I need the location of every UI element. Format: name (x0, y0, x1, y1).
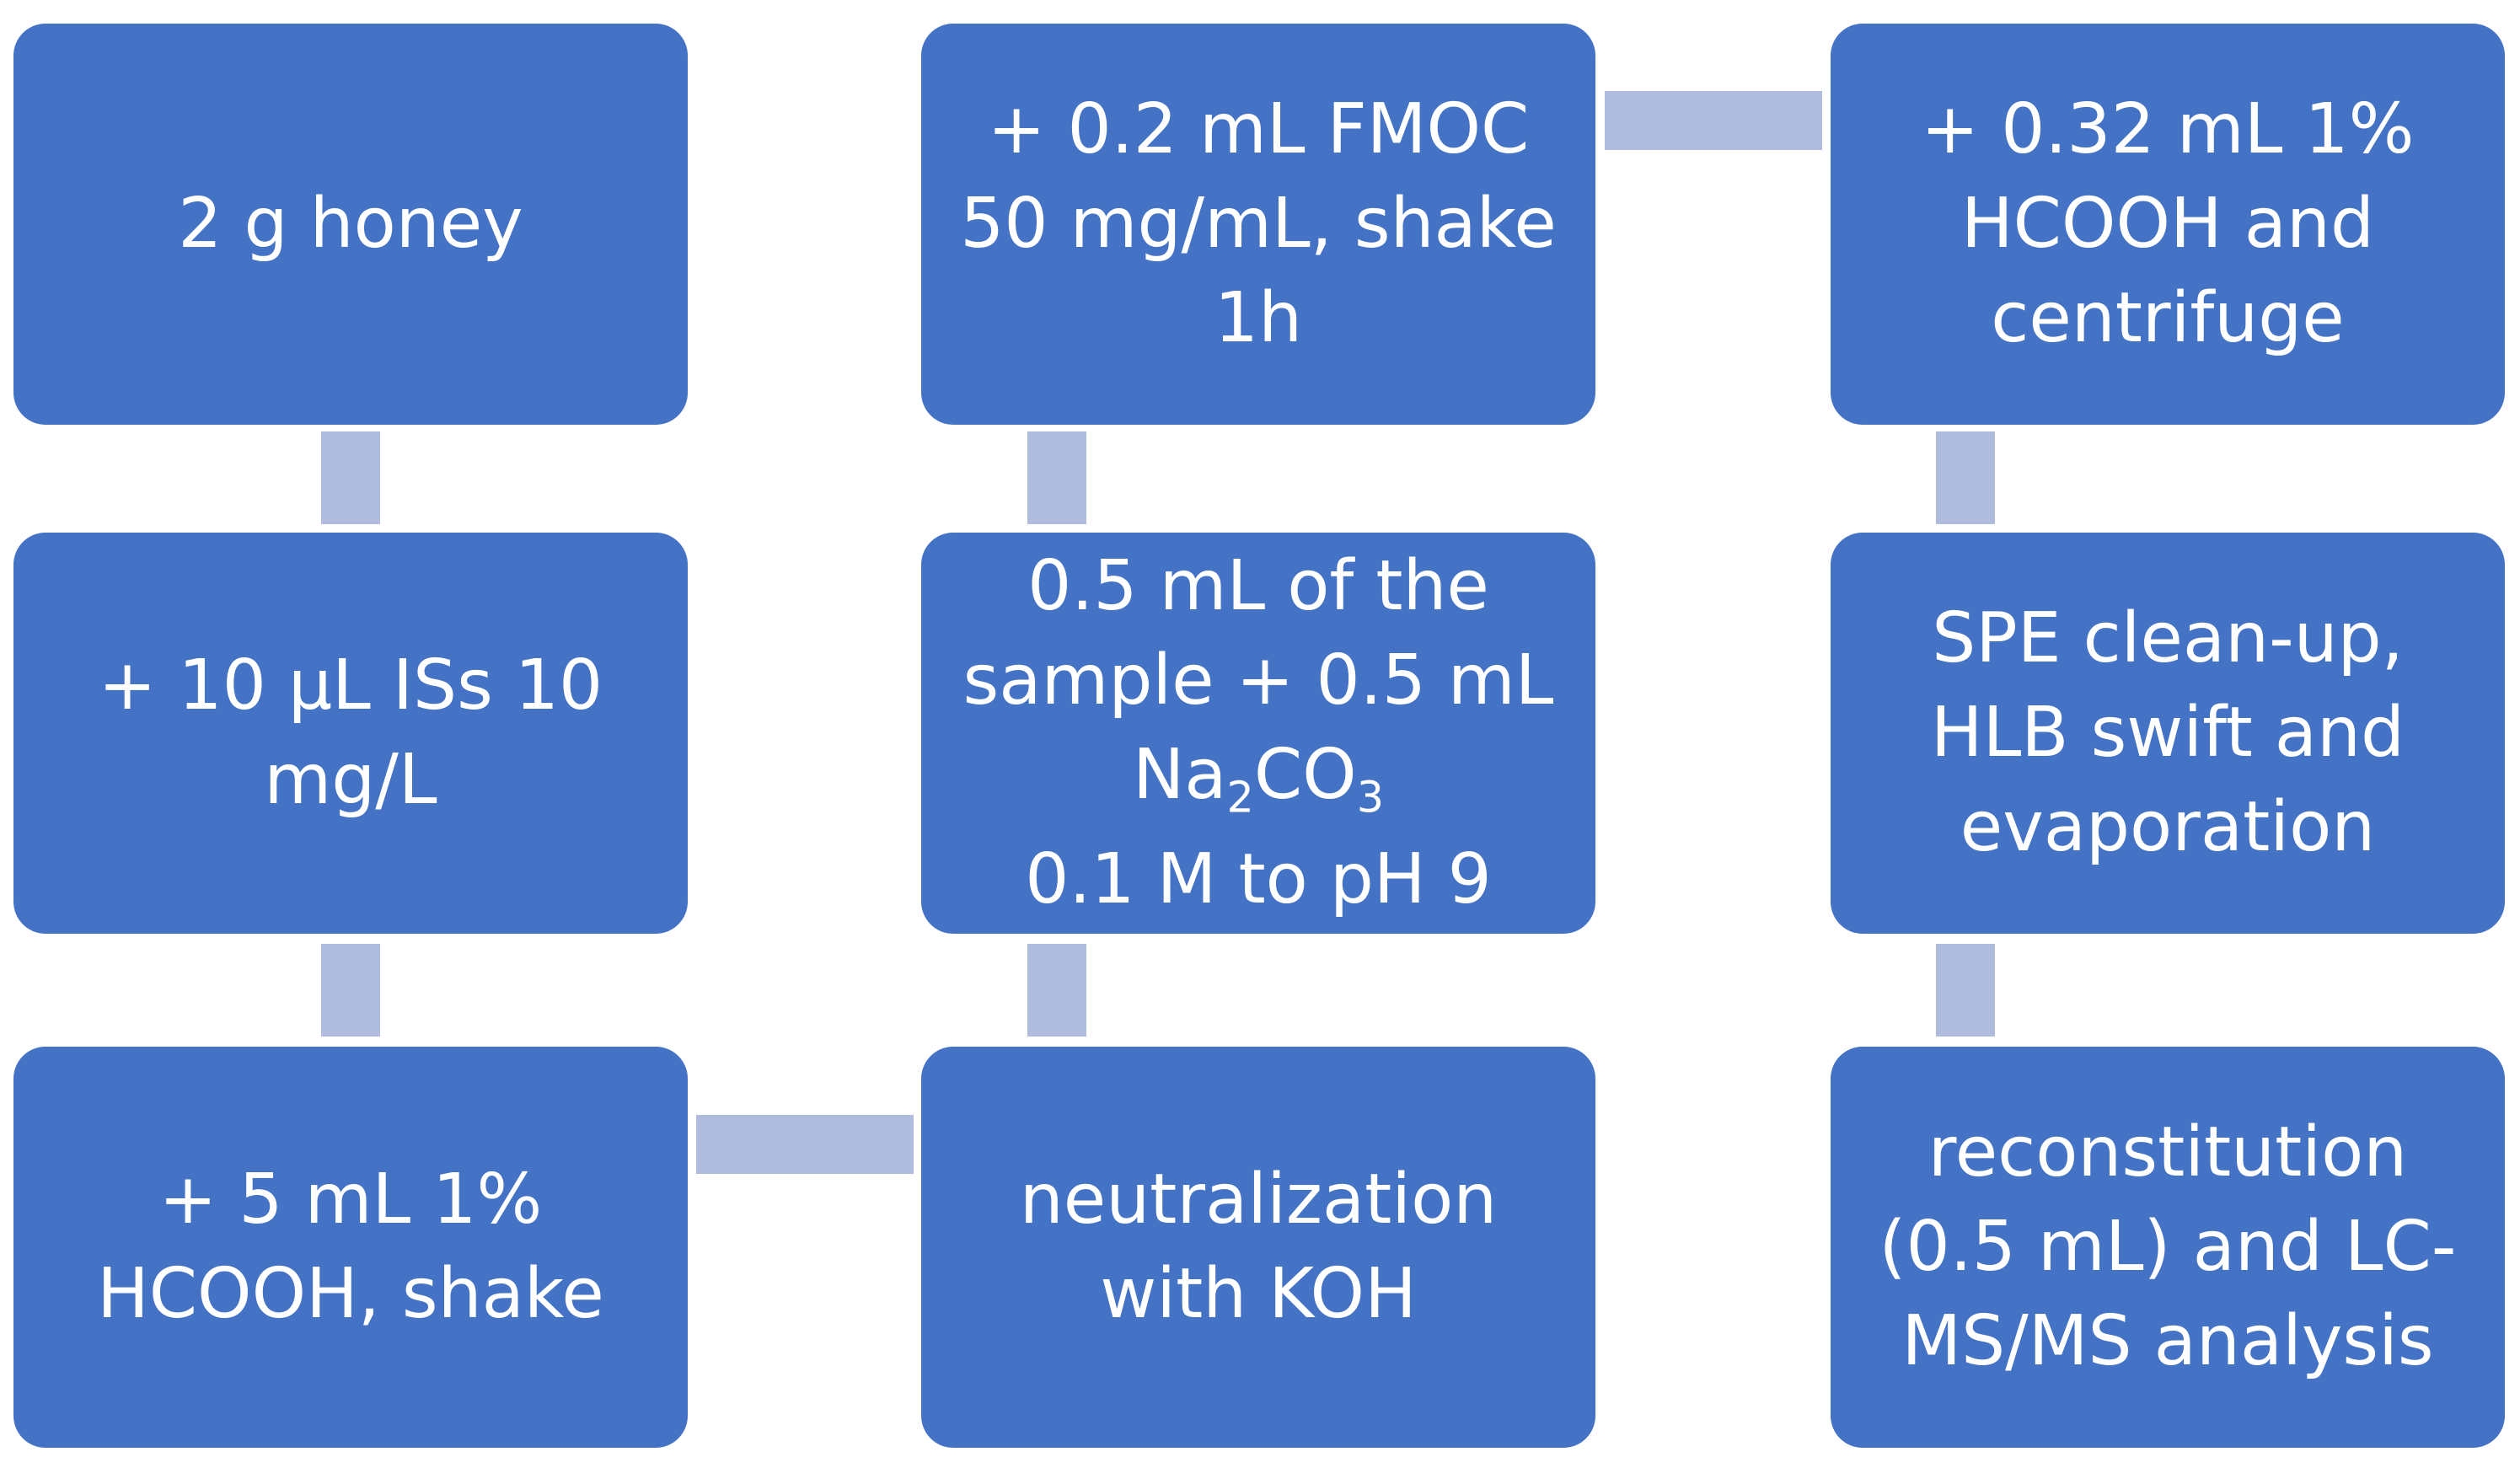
step-reconstitution-analysis: reconstitution (0.5 mL) and LC-MS/MS ana… (1831, 1047, 2505, 1448)
step-text-line: 0.1 M to pH 9 (1025, 839, 1492, 919)
connector-right (1605, 91, 1822, 150)
step-text: 0.5 mL of the sample + 0.5 mL Na2CO3 0.1… (958, 539, 1558, 927)
connector-up (1027, 431, 1086, 524)
step-text: + 0.32 mL 1% HCOOH and centrifuge (1921, 89, 2415, 358)
step-2g-honey: 2 g honey (13, 24, 688, 425)
step-text: 2 g honey (178, 184, 523, 264)
subscript: 3 (1356, 772, 1385, 822)
connector-down (1936, 944, 1995, 1037)
step-text: + 0.2 mL FMOC 50 mg/mL, shake 1h (960, 89, 1557, 358)
connector-down (321, 944, 380, 1037)
subscript: 2 (1226, 772, 1254, 822)
step-add-internal-standards: + 10 µL ISs 10 mg/L (13, 533, 688, 934)
step-text-line: 0.5 mL of the sample + 0.5 mL Na2CO3 (962, 546, 1554, 822)
connector-down (321, 431, 380, 524)
step-text: neutralization with KOH (1019, 1160, 1498, 1334)
step-add-formic-acid-shake: + 5 mL 1% HCOOH, shake (13, 1047, 688, 1448)
step-text: SPE clean-up, HLB swift and evaporation (1930, 598, 2405, 867)
step-text: reconstitution (0.5 mL) and LC-MS/MS ana… (1879, 1112, 2457, 1381)
step-add-fmoc-shake: + 0.2 mL FMOC 50 mg/mL, shake 1h (921, 24, 1595, 425)
connector-up (1027, 944, 1086, 1037)
step-spe-cleanup: SPE clean-up, HLB swift and evaporation (1831, 533, 2505, 934)
step-text: + 10 µL ISs 10 mg/L (98, 646, 603, 820)
connector-right (696, 1115, 914, 1174)
step-sample-carbonate-ph9: 0.5 mL of the sample + 0.5 mL Na2CO3 0.1… (921, 533, 1595, 934)
connector-down (1936, 431, 1995, 524)
step-neutralization: neutralization with KOH (921, 1047, 1595, 1448)
step-text: + 5 mL 1% HCOOH, shake (97, 1160, 604, 1334)
step-add-formic-centrifuge: + 0.32 mL 1% HCOOH and centrifuge (1831, 24, 2505, 425)
